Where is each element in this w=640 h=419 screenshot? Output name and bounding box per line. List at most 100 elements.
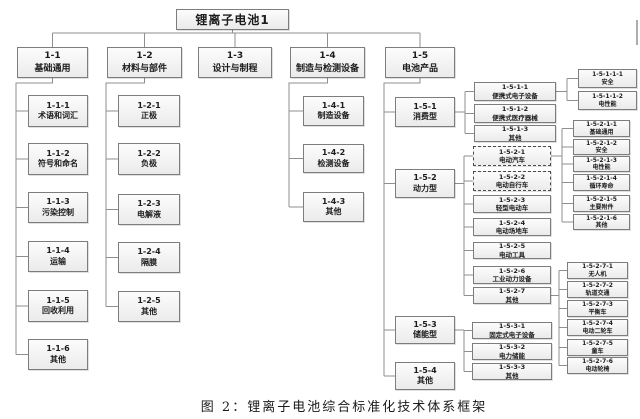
node-code: 1-5-2-1-3 bbox=[586, 156, 617, 164]
node-label: 基础通用 bbox=[34, 63, 71, 74]
node-code: 1-5-2-7-5 bbox=[582, 340, 613, 347]
node-code: 1-4-3 bbox=[321, 196, 346, 206]
node-code: 1-5-2-7-2 bbox=[582, 282, 613, 289]
node-label: 正极 bbox=[141, 111, 157, 120]
node-code: 1-5-2-7-6 bbox=[582, 358, 613, 365]
node-label: 电动汽车 bbox=[499, 156, 525, 164]
node-label: 负极 bbox=[141, 159, 157, 168]
node-code: 1-5-2-2 bbox=[498, 172, 526, 181]
node-label: 电动场地车 bbox=[495, 227, 529, 235]
node-code: 1-1 bbox=[44, 51, 61, 62]
node-label: 材料与部件 bbox=[121, 63, 167, 74]
node-code: 1-2-3 bbox=[137, 199, 161, 209]
node-label: 便携式医疗器械 bbox=[492, 113, 538, 122]
node-label: 轨道交通 bbox=[585, 289, 610, 297]
node-code: 1-1-6 bbox=[46, 344, 70, 354]
node-label: 电性能 bbox=[592, 164, 611, 171]
node-label: 其他 bbox=[595, 222, 608, 229]
node-label: 电池产品 bbox=[401, 63, 438, 74]
node-code: 1-5-2-1-2 bbox=[586, 139, 617, 147]
node-label: 隔膜 bbox=[141, 257, 157, 267]
node-label: 其他 bbox=[505, 371, 519, 380]
node-label: 其他 bbox=[50, 354, 66, 364]
node-code: 1-5-2-1 bbox=[498, 147, 526, 156]
node-code: 1-5-3-3 bbox=[498, 363, 526, 372]
node-label: 童车 bbox=[591, 347, 604, 355]
node-label: 术语和词汇 bbox=[38, 111, 78, 120]
node-code: 1-4-1 bbox=[321, 100, 346, 110]
node-code: 1-5-2-7 bbox=[498, 287, 526, 296]
node-label: 制造与检测设备 bbox=[295, 63, 359, 74]
node-code: 1-5-1-3 bbox=[501, 125, 529, 134]
node-code: 1-5-2-7-1 bbox=[582, 263, 613, 270]
node-code: 1-2-1 bbox=[137, 100, 161, 110]
node-code: 1-5-2-1-1 bbox=[586, 121, 617, 128]
node-code: 1-5-2-7-4 bbox=[582, 320, 613, 327]
node-code: 1-2-2 bbox=[137, 148, 161, 158]
node-code: 1-5-1-2 bbox=[501, 105, 529, 114]
node-code: 1-5-2-1-4 bbox=[586, 175, 617, 182]
node-label: 锂离子电池1 bbox=[195, 13, 270, 27]
node-label: 电动工具 bbox=[499, 250, 525, 259]
node-label: 动力型 bbox=[413, 183, 437, 193]
node-label: 其他 bbox=[325, 207, 342, 216]
node-code: 1-2-5 bbox=[137, 296, 161, 306]
node-code: 1-2 bbox=[136, 51, 153, 62]
node-code: 1-5 bbox=[411, 51, 429, 62]
node-label: 电动自行车 bbox=[495, 181, 529, 189]
node-label: 便携式电子设备 bbox=[492, 91, 538, 100]
node-label: 制造设备 bbox=[317, 111, 350, 120]
node-code: 1-1-3 bbox=[46, 197, 70, 207]
node-1: 锂离子电池1 bbox=[176, 9, 289, 30]
node-label: 固定式电子设备 bbox=[489, 330, 535, 339]
node-code: 1-1-2 bbox=[46, 148, 70, 158]
node-code: 1-1-5 bbox=[46, 295, 70, 305]
node-label: 运输 bbox=[50, 256, 66, 266]
node-label: 储能型 bbox=[413, 330, 437, 339]
node-code: 1-1-1 bbox=[46, 100, 70, 110]
node-label: 电动轮椅 bbox=[585, 365, 610, 373]
node-label: 消费型 bbox=[413, 112, 437, 121]
node-label: 工业动力设备 bbox=[492, 275, 532, 283]
node-code: 1-5-1-1 bbox=[501, 83, 529, 92]
node-code: 1-5-2-3 bbox=[498, 195, 526, 204]
node-label: 其他 bbox=[141, 306, 157, 316]
node-code: 1-5-2 bbox=[413, 173, 437, 183]
figure-caption: 图 2：锂离子电池综合标准化技术体系框架 bbox=[200, 400, 488, 415]
node-code: 1-5-3 bbox=[413, 319, 437, 329]
edge-artifact-line bbox=[636, 20, 638, 45]
node-label: 设计与制程 bbox=[212, 63, 258, 74]
node-code: 1-5-1-1-1 bbox=[592, 71, 623, 78]
node-label: 平衡车 bbox=[588, 308, 607, 316]
node-label: 循环寿命 bbox=[589, 182, 614, 190]
node-code: 1-5-2-1-5 bbox=[586, 196, 617, 203]
node-code: 1-4-2 bbox=[321, 148, 346, 158]
node-code: 1-2-4 bbox=[137, 247, 161, 257]
node-label: 电解液 bbox=[137, 209, 161, 219]
